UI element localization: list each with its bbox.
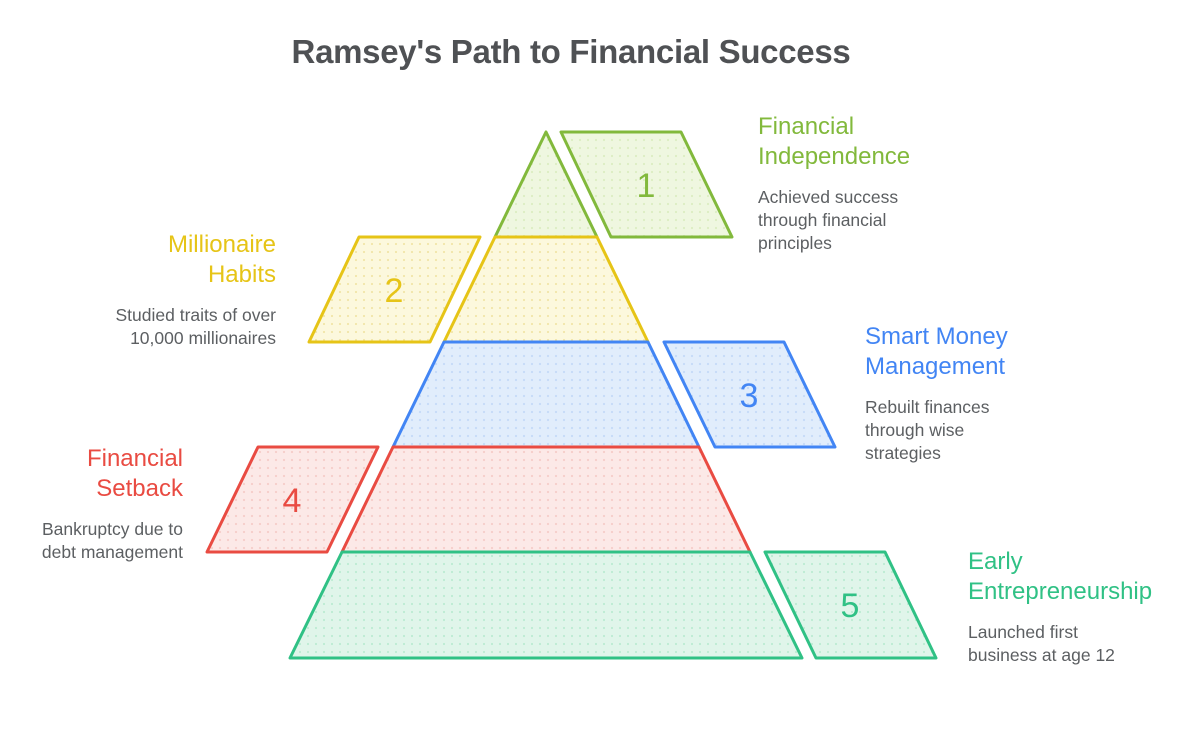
level-2-band-shape	[442, 235, 650, 344]
level-4-band-shape	[340, 445, 752, 554]
level-5-description: Launched first business at age 12	[968, 622, 1115, 665]
level-3-description: Rebuilt finances through wise strategies	[865, 397, 990, 463]
level-5-label: Early Entrepreneurship	[968, 548, 1153, 605]
level-3-slice-shape	[662, 340, 837, 449]
level-5-band-shape	[288, 550, 804, 660]
level-4-label: Financial Setback	[86, 445, 183, 502]
level-4-number: 4	[283, 482, 302, 520]
level-4-slice-shape	[205, 445, 380, 554]
level-3-band-shape	[391, 340, 701, 449]
level-5-number: 5	[841, 587, 860, 625]
level-1-text-block: Financial Independence Achieved success …	[758, 112, 910, 255]
level-1-number: 1	[637, 167, 656, 205]
level-2-number: 2	[385, 272, 404, 310]
level-5-text-block: Early Entrepreneurship Launched first bu…	[968, 547, 1152, 667]
level-2-label: Millionaire Habits	[167, 231, 276, 288]
level-3-number: 3	[740, 377, 759, 415]
level-3-label: Smart Money Management	[865, 323, 1008, 380]
page-title: Ramsey's Path to Financial Success	[291, 33, 851, 70]
level-1-description: Achieved success through financial princ…	[758, 187, 899, 253]
level-2-text-block: Millionaire Habits Studied traits of ove…	[116, 230, 277, 350]
level-1-slice-shape	[559, 130, 734, 239]
level-5-slice-shape	[763, 550, 938, 660]
level-2-slice-shape	[307, 235, 482, 344]
level-2-description: Studied traits of over 10,000 millionair…	[115, 305, 277, 348]
level-4-description: Bankruptcy due to debt management	[41, 519, 183, 562]
level-3-text-block: Smart Money Management Rebuilt finances …	[865, 322, 1008, 465]
level-1-label: Financial Independence	[758, 113, 911, 170]
level-4-text-block: Financial Setback Bankruptcy due to debt…	[42, 444, 183, 564]
